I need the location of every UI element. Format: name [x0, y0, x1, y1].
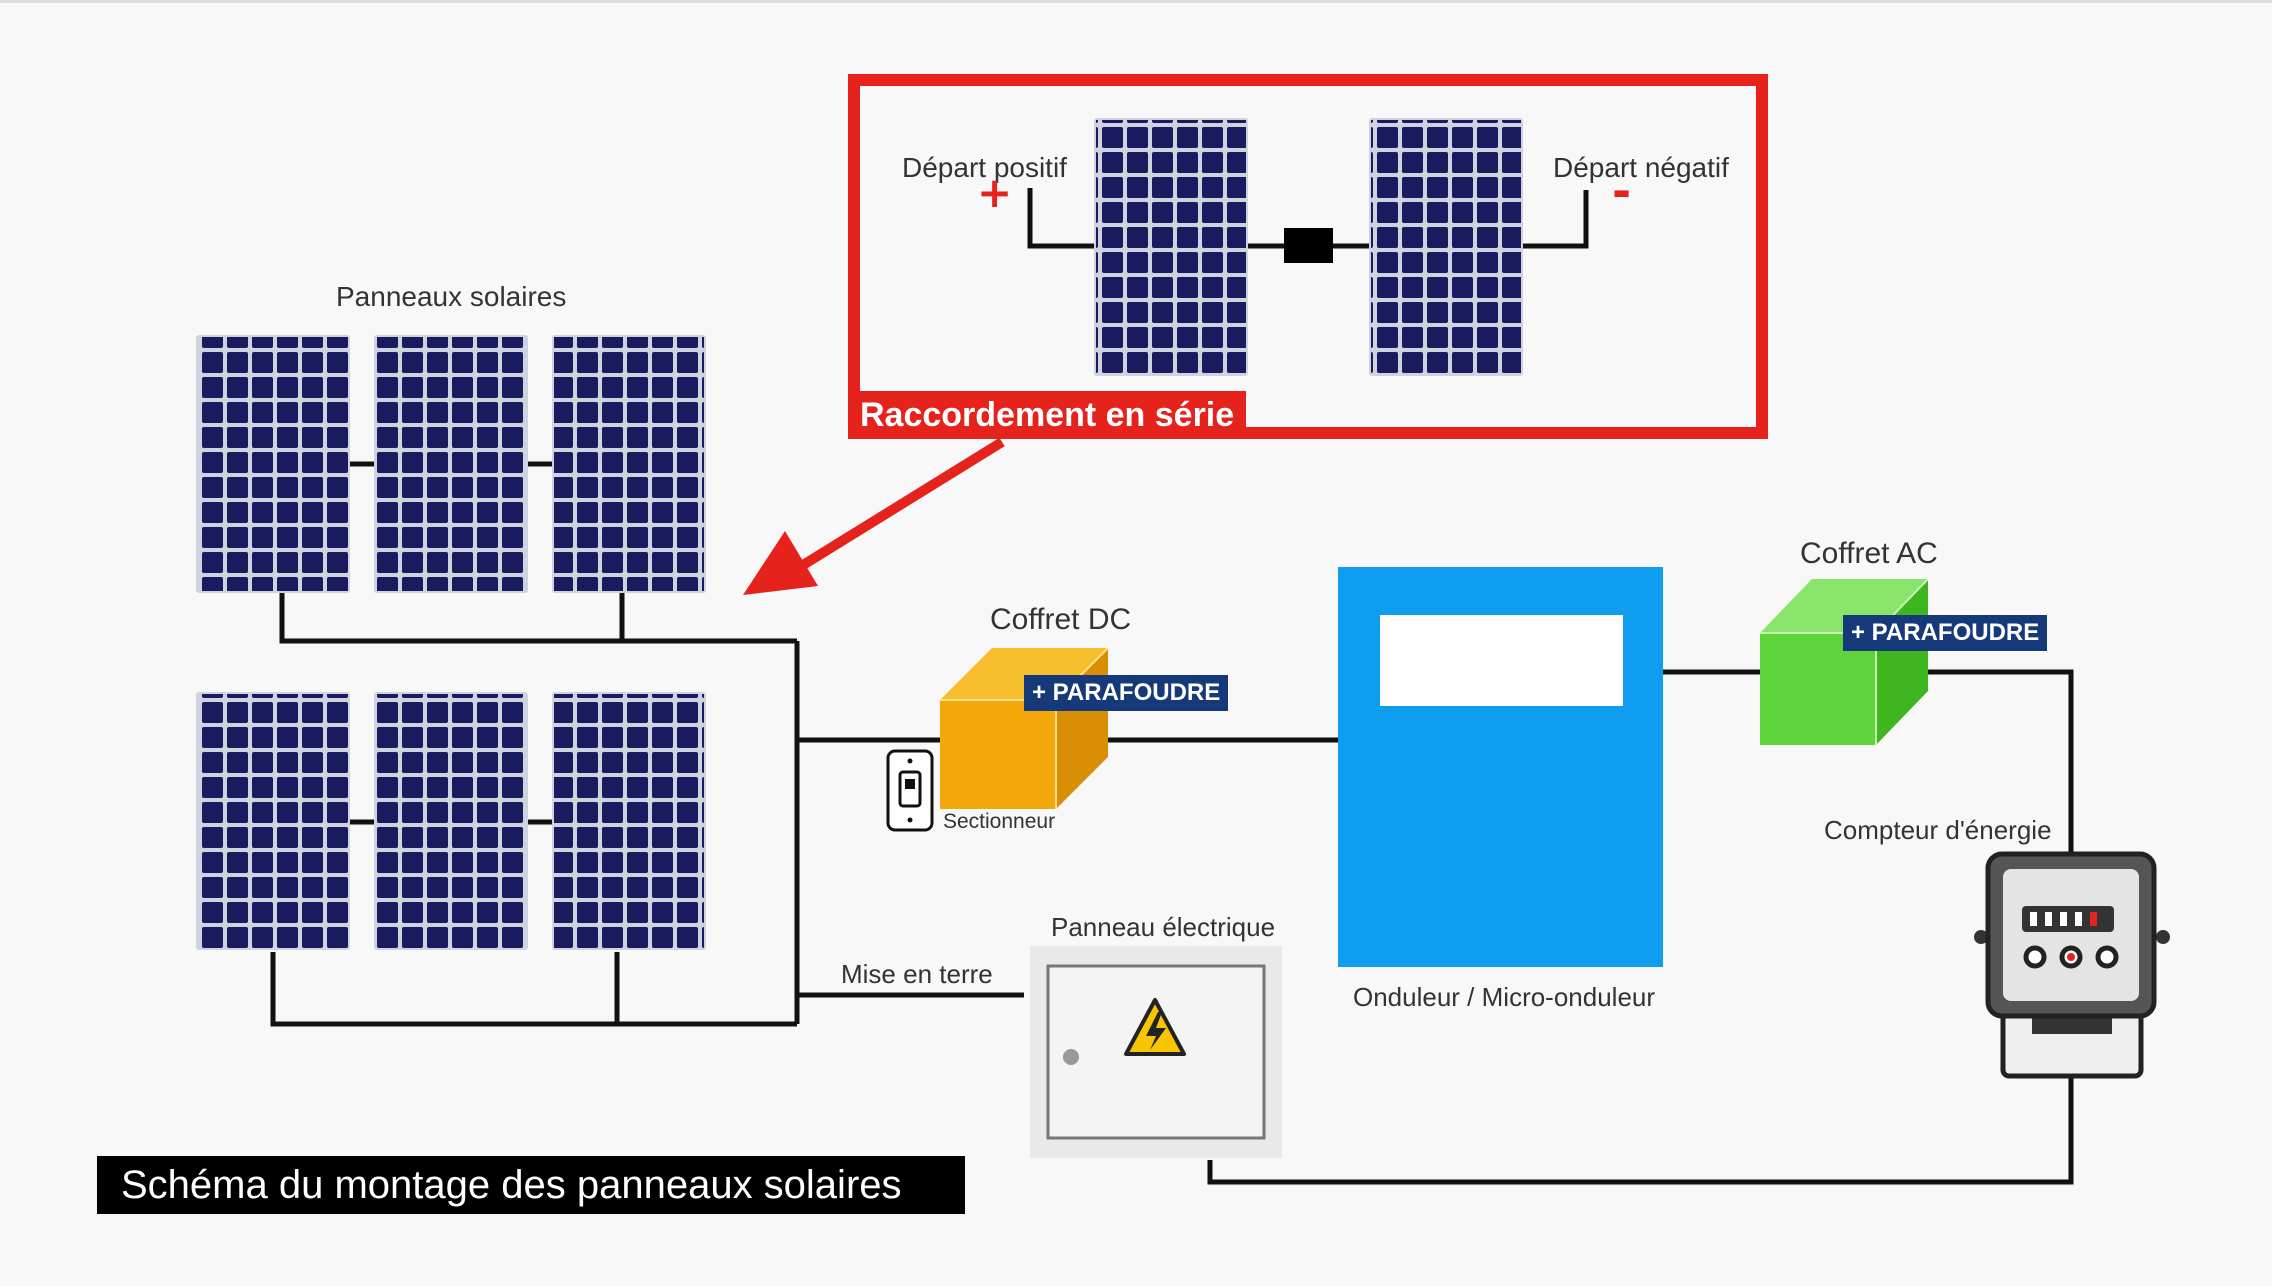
top-border — [0, 0, 2272, 3]
solar-panel — [374, 692, 528, 950]
solar-panel — [196, 692, 350, 950]
series-panel-1 — [1094, 118, 1248, 376]
wires — [270, 188, 2074, 1185]
main-title: Schéma du montage des panneaux solaires — [97, 1156, 965, 1214]
series-connection-title: Raccordement en série — [848, 391, 1247, 439]
label-compteur: Compteur d'énergie — [1824, 815, 2052, 845]
label-coffret-ac: Coffret AC — [1800, 537, 1938, 570]
solar-panel — [374, 335, 528, 593]
top-array-wire-left — [279, 590, 797, 644]
series-wire-negative — [1523, 190, 1589, 249]
inverter-display — [1380, 615, 1623, 706]
high-voltage-warning-icon — [1124, 998, 1186, 1056]
label-depart-negatif: Départ négatif — [1553, 152, 1729, 183]
series-connector — [1284, 228, 1333, 263]
label-depart-positif: Départ positif — [902, 152, 1067, 183]
label-mise-en-terre: Mise en terre — [841, 959, 993, 989]
positive-sign: + — [977, 168, 1013, 217]
label-onduleur: Onduleur / Micro-onduleur — [1353, 982, 1656, 1012]
dc-parafoudre-badge: + PARAFOUDRE — [1024, 675, 1229, 711]
series-arrow — [743, 437, 1005, 595]
solar-array-bottom — [196, 692, 706, 950]
wire-meter-to-panel — [1207, 1070, 2074, 1185]
solar-panel — [196, 335, 350, 593]
series-connection-box — [848, 74, 1768, 439]
label-sectionneur: Sectionneur — [943, 810, 1056, 833]
inverter — [1338, 567, 1663, 967]
negative-sign: - — [1612, 164, 1632, 218]
solar-array-top — [196, 335, 706, 593]
series-panel-2 — [1369, 118, 1523, 376]
panel-lock — [1063, 1049, 1079, 1065]
energy-meter-icon — [1974, 851, 2170, 1079]
solar-panel — [552, 335, 706, 593]
ac-box-cube — [1760, 578, 1929, 745]
disconnect-switch-icon — [886, 749, 934, 832]
wire-ac-to-meter — [1928, 669, 2074, 854]
dc-box-cube — [940, 647, 1109, 809]
solar-panel — [552, 692, 706, 950]
label-panneaux-solaires: Panneaux solaires — [336, 281, 567, 312]
electrical-panel — [1030, 946, 1282, 1158]
ac-parafoudre-badge: + PARAFOUDRE — [1843, 615, 2048, 651]
label-coffret-dc: Coffret DC — [990, 603, 1132, 636]
label-panneau-electrique: Panneau électrique — [1051, 912, 1276, 942]
bottom-array-wire-left — [270, 952, 797, 1027]
series-wire-positive — [1027, 188, 1094, 249]
